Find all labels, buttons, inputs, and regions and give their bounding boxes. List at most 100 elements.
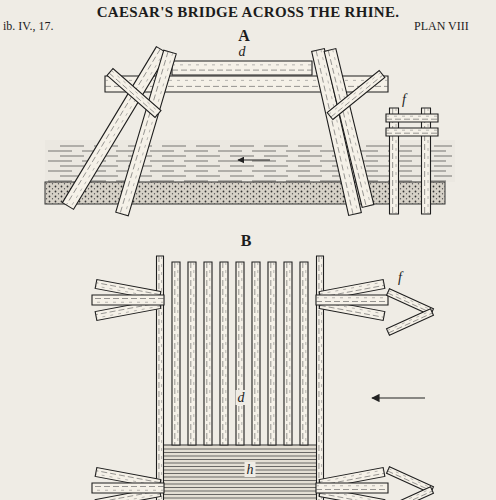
water-line (162, 156, 186, 157)
water-line (218, 171, 242, 172)
wood-grain (320, 493, 384, 500)
wood-grain (316, 297, 388, 298)
wood-grain (316, 301, 388, 302)
water-line (366, 146, 390, 147)
water-line (184, 161, 208, 162)
water-line (264, 176, 288, 177)
timbers (62, 47, 438, 500)
water-line (230, 166, 254, 167)
deck-beam (172, 61, 312, 75)
water-line (298, 176, 322, 177)
water-line (150, 151, 174, 152)
wood-grain (190, 262, 191, 445)
river-bed-texture (45, 182, 445, 204)
deck-plank-line (158, 473, 322, 474)
water-line (230, 176, 254, 177)
water-line (60, 146, 84, 147)
water-line (298, 146, 322, 147)
wood-grain (333, 49, 371, 205)
water-line (60, 156, 84, 157)
water-line (400, 166, 424, 167)
river-bed (45, 182, 445, 204)
water-line (286, 151, 310, 152)
wood-grain (96, 283, 160, 295)
crossbeam (172, 262, 180, 445)
water-line (366, 176, 390, 177)
pile-plan (92, 295, 164, 305)
wood-grain (428, 108, 429, 214)
water-line (48, 171, 72, 172)
crossbeam (268, 262, 276, 445)
wood-grain (388, 471, 432, 491)
crossbeam (188, 262, 196, 445)
water-line (400, 176, 424, 177)
wood-grain (92, 486, 164, 487)
wood-grain (389, 469, 433, 489)
wood-grain (193, 262, 194, 445)
deck-plank-line (158, 470, 322, 471)
wood-grain (389, 291, 433, 311)
water-line (196, 166, 220, 167)
deck-plank-line (158, 498, 322, 499)
wood-grain (96, 494, 160, 500)
wood-grain (241, 262, 242, 445)
wood-grain (305, 262, 306, 445)
wood-grain (329, 72, 381, 114)
figure-letter: B (241, 232, 252, 250)
part-letter: f (402, 92, 406, 107)
current-arrow (238, 160, 270, 161)
wood-grain (96, 471, 160, 483)
water-line (434, 156, 452, 157)
crossbeam (300, 262, 308, 445)
plan-number: PLAN VIII (414, 20, 469, 33)
wood-grain (328, 50, 366, 206)
part-letter: h (245, 462, 256, 477)
fender-rail (386, 114, 438, 122)
wood-grain (392, 108, 393, 214)
water-line (264, 156, 288, 157)
deck-plank-line (158, 487, 322, 488)
plate-title: CAESAR'S BRIDGE ACROSS THE RHINE. (97, 4, 400, 21)
water-line (264, 166, 288, 167)
wood-grain (172, 64, 312, 65)
current-arrow (372, 397, 425, 398)
part-letter: d (236, 390, 247, 405)
pile-plan (316, 295, 388, 305)
deck-plank-line (158, 494, 322, 495)
brace (107, 69, 161, 118)
water-line (252, 181, 276, 182)
wood-grain (270, 262, 271, 445)
deck-plank-line (158, 449, 322, 450)
water-line (162, 176, 186, 177)
water-line (162, 146, 186, 147)
pile-plan (316, 483, 388, 493)
water-line (184, 171, 208, 172)
wood-grain (316, 485, 388, 486)
crossbeam (252, 262, 260, 445)
water-line (286, 181, 310, 182)
wood-grain (387, 489, 431, 500)
wood-grain (386, 130, 438, 131)
water-line (400, 146, 424, 147)
reference-note: ib. IV., 17. (3, 20, 53, 33)
water-line (434, 176, 452, 177)
wood-grain (289, 262, 290, 445)
water-line (196, 176, 220, 177)
water-line (400, 156, 424, 157)
deck-plank-line (158, 466, 322, 467)
wood-grain (92, 298, 164, 299)
wood-grain (92, 302, 164, 303)
wood-grain (254, 262, 255, 445)
fender-plan (387, 487, 434, 500)
crossbeam (204, 262, 212, 445)
water-line (230, 156, 254, 157)
deck-plank-line (158, 456, 322, 457)
water-line (252, 151, 276, 152)
wood-grain (388, 491, 432, 500)
water-line (94, 176, 118, 177)
water-line (366, 166, 390, 167)
deck-plank-line (158, 463, 322, 464)
